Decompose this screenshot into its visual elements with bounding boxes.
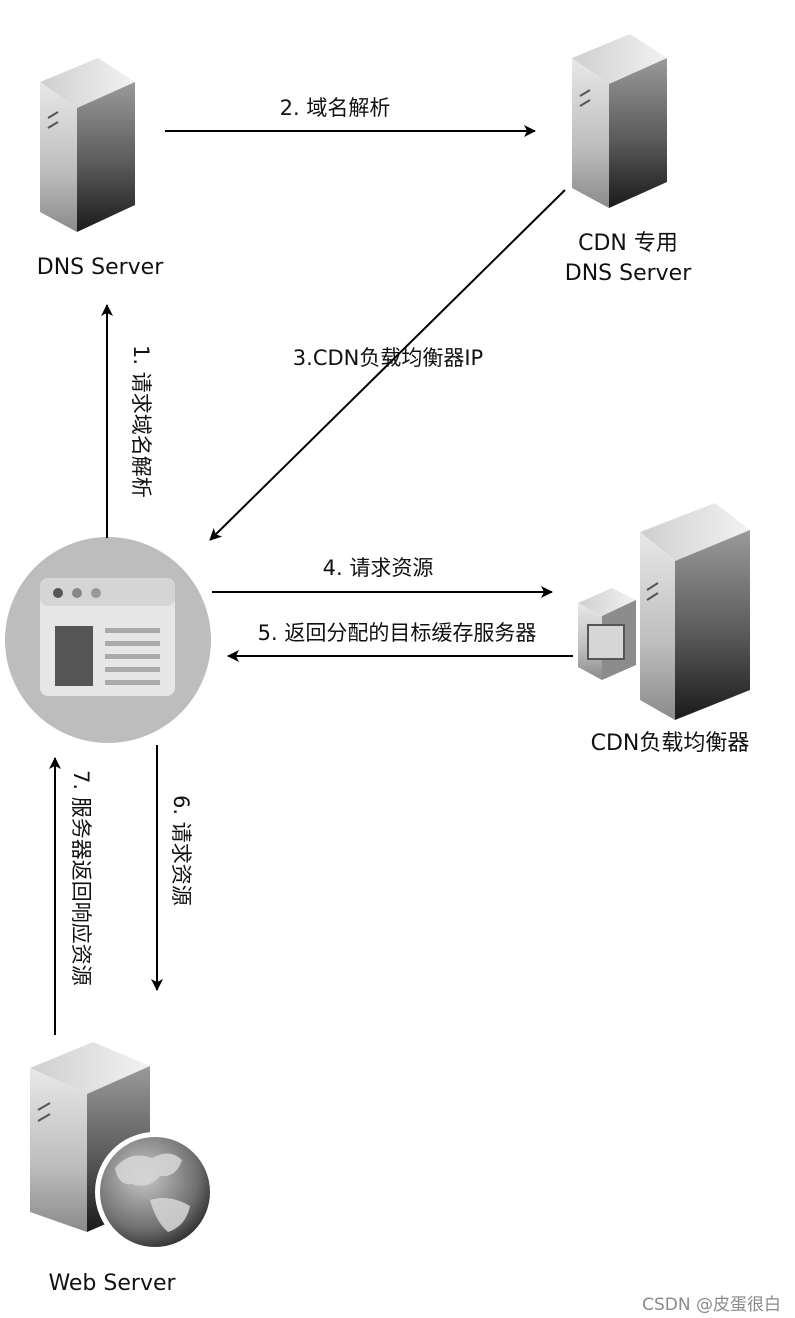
watermark: CSDN @皮蛋很白 xyxy=(642,1295,781,1315)
edge-1-label: 1. 请求域名解析 xyxy=(129,345,153,498)
edge-3-arrow xyxy=(209,189,566,541)
cdn-load-balancer-icon xyxy=(578,503,750,720)
edge-6-label: 6. 请求资源 xyxy=(169,795,193,906)
dns-server-label: DNS Server xyxy=(37,255,164,280)
cdn-dns-server-label-line1: CDN 专用 xyxy=(578,231,678,256)
edge-7-label: 7. 服务器返回响应资源 xyxy=(69,770,93,986)
dns-server-icon xyxy=(40,58,135,232)
cdn-load-balancer-label: CDN负载均衡器 xyxy=(591,731,750,756)
edge-3-label: 3.CDN负载均衡器IP xyxy=(293,346,483,370)
web-server-label: Web Server xyxy=(48,1271,176,1296)
cdn-dns-server-icon xyxy=(572,34,667,208)
edge-4-label: 4. 请求资源 xyxy=(323,556,434,580)
edge-5-label: 5. 返回分配的目标缓存服务器 xyxy=(258,621,537,645)
client-browser-icon xyxy=(5,537,211,743)
cdn-dns-server-label-line2: DNS Server xyxy=(565,261,692,286)
globe-icon xyxy=(95,1132,215,1252)
edge-2-label: 2. 域名解析 xyxy=(280,96,391,120)
